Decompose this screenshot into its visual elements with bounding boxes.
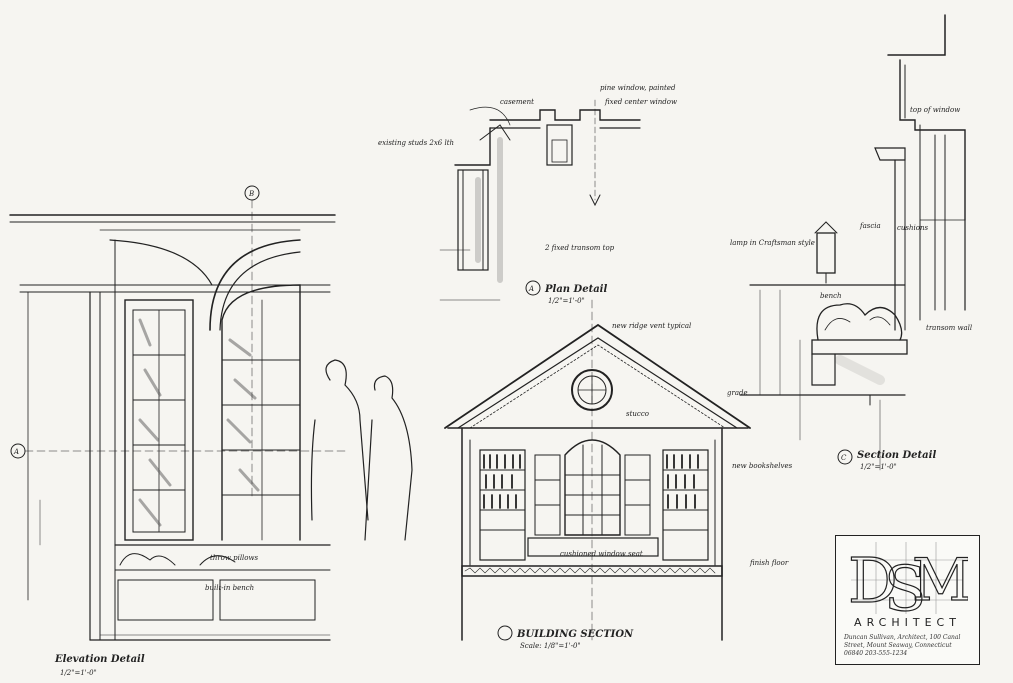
note-fascia: fascia [859,222,881,230]
logo-word: ARCHITECT [854,616,961,629]
note-bench: bench [820,292,842,300]
grid-marker-a: A [13,448,19,456]
note-built-in: built-in bench [205,584,254,592]
note-grade: grade [727,389,748,397]
note-casement: casement [500,98,534,106]
note-pine-window: pine window, painted [600,84,676,92]
note-transom-wall: transom wall [926,324,972,332]
note-new-ridge: new ridge vent typical [612,322,691,330]
note-new-shelves: new bookshelves [732,462,793,470]
elevation-detail [9,185,413,641]
note-fixed-transom: 2 fixed transom top [544,244,615,252]
elevation-detail-scale: 1/2"=1'-0" [60,669,97,677]
monogram-letter-m: M [912,546,968,614]
plan-detail-title: Plan Detail [544,284,607,295]
monogram-mark: D S M [847,542,968,616]
elevation-detail-title: Elevation Detail [54,654,145,665]
logo-address: Duncan Sullivan, Architect, 100 Canal St… [844,634,961,657]
plan-detail [439,99,641,301]
section-detail-scale: 1/2"=1'-0" [860,463,897,471]
note-finish-floor: finish floor [749,559,789,567]
section-detail-marker: C [841,454,847,462]
section-detail [739,14,966,471]
note-throw-pillows: throw pillows [210,554,259,562]
note-top-of-window: top of window [910,106,960,114]
plan-detail-marker: A [528,285,534,293]
monogram-letter-d: D [848,544,898,616]
building-section-title: BUILDING SECTION [516,629,634,640]
building-section-scale: Scale: 1/8"=1'-0" [520,642,581,650]
architect-logo: D S M ARCHITECT Duncan Sullivan, Archite… [835,535,980,665]
note-lamp: lamp in Craftsman style [730,239,815,247]
grid-marker-b: B [248,190,254,198]
monogram-letter-s: S [884,552,926,616]
annotations: pine window, painted fixed center window… [13,84,972,677]
section-detail-title: Section Detail [857,450,936,461]
note-existing-studs: existing studs 2x6 lth [378,139,454,147]
note-fixed-center: fixed center window [604,98,677,106]
note-cushioned-seat: cushioned window seat [560,550,643,558]
building-section [444,299,751,641]
plan-detail-scale: 1/2"=1'-0" [548,297,585,305]
note-stucco: stucco [626,410,649,418]
note-cushions: cushions [897,224,928,232]
